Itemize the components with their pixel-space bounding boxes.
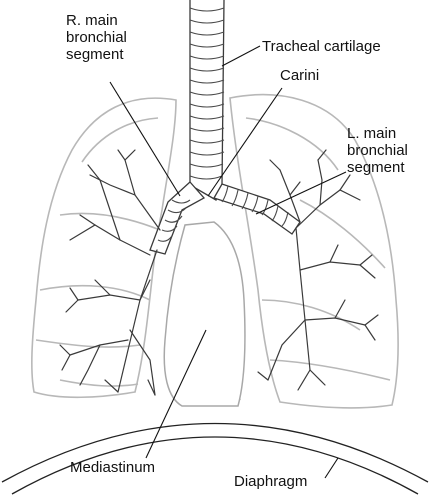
right-bronchial-tree: [60, 150, 160, 395]
label-l-main-line-3: segment: [347, 159, 408, 176]
left-bronchial-tree: [258, 150, 378, 390]
left-main-bronchus: [214, 184, 300, 234]
label-r-main-line-2: bronchial: [66, 29, 127, 46]
label-r-main-line-3: segment: [66, 46, 127, 63]
label-r-main-bronchial-segment: R. main bronchial segment: [66, 12, 127, 63]
label-l-main-line-2: bronchial: [347, 142, 408, 159]
diaphragm-shape: [2, 424, 428, 495]
label-l-main-line-1: L. main: [347, 125, 408, 142]
label-carini: Carini: [280, 67, 319, 84]
label-diaphragm: Diaphragm: [234, 473, 307, 490]
leader-l-main-bronchial: [256, 172, 346, 214]
leader-tracheal-cartilage: [222, 46, 260, 66]
mediastinum-shape: [164, 222, 245, 406]
label-r-main-line-1: R. main: [66, 12, 127, 29]
leader-diaphragm: [325, 458, 338, 478]
label-l-main-bronchial-segment: L. main bronchial segment: [347, 125, 408, 176]
label-mediastinum: Mediastinum: [70, 459, 155, 476]
label-tracheal-cartilage: Tracheal cartilage: [262, 38, 381, 55]
trachea: [190, 0, 224, 200]
